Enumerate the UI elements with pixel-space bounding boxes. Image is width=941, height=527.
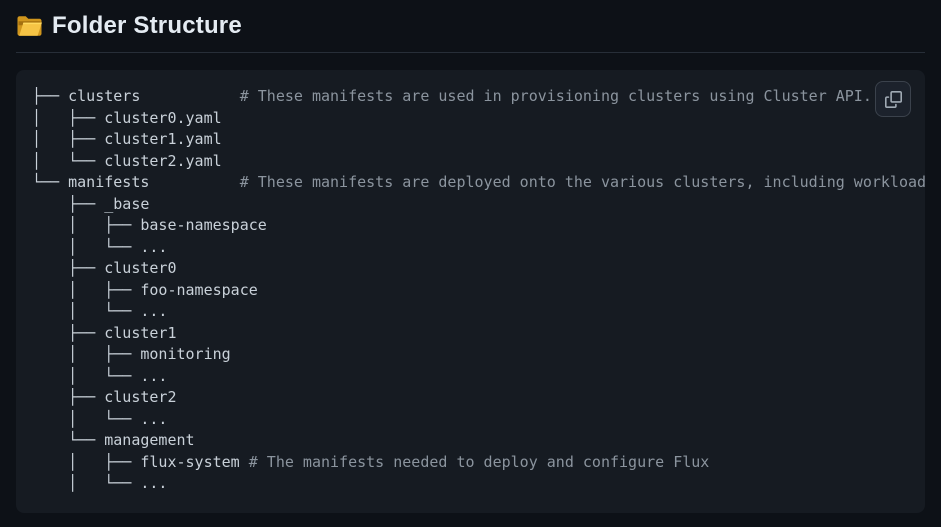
- page-title: Folder Structure: [52, 12, 242, 39]
- tree-line: │ └── ...: [32, 474, 168, 492]
- tree-line: ├── cluster2: [32, 388, 177, 406]
- tree-line: │ └── cluster2.yaml: [32, 151, 222, 170]
- readme-section: Folder Structure ├── clusters # These ma…: [16, 0, 925, 513]
- tree-line: │ └── ...: [32, 366, 168, 385]
- tree-line: ├── clusters # These manifests are used …: [32, 87, 872, 105]
- tree-comment: # These manifests are deployed onto the …: [239, 173, 925, 191]
- copy-button[interactable]: [875, 81, 911, 117]
- tree-line: ├── cluster0: [32, 259, 177, 277]
- folder-tree: ├── clusters # These manifests are used …: [16, 70, 925, 513]
- tree-line: │ ├── foo-namespace: [32, 280, 258, 299]
- section-heading: Folder Structure: [16, 0, 925, 53]
- tree-line: ├── _base: [32, 194, 150, 213]
- tree-line: │ └── ...: [32, 302, 168, 320]
- copy-icon: [884, 90, 902, 108]
- tree-line: │ ├── monitoring: [32, 345, 231, 363]
- tree-line: │ ├── cluster1.yaml: [32, 130, 222, 148]
- open-folder-icon: [16, 14, 43, 38]
- tree-comment: # The manifests needed to deploy and con…: [248, 452, 710, 471]
- tree-line: └── management: [32, 431, 195, 449]
- tree-line: │ └── ...: [32, 237, 168, 256]
- tree-line: │ ├── cluster0.yaml: [32, 108, 222, 127]
- tree-line: └── manifests # These manifests are depl…: [32, 173, 925, 191]
- tree-line: ├── cluster1: [32, 323, 177, 342]
- code-block: ├── clusters # These manifests are used …: [16, 70, 925, 513]
- tree-line: │ ├── flux-system # The manifests needed…: [32, 452, 710, 471]
- code-lines: ├── clusters # These manifests are used …: [32, 86, 925, 495]
- tree-line: │ └── ...: [32, 409, 168, 428]
- tree-line: │ ├── base-namespace: [32, 216, 267, 234]
- tree-comment: # These manifests are used in provisioni…: [239, 87, 872, 105]
